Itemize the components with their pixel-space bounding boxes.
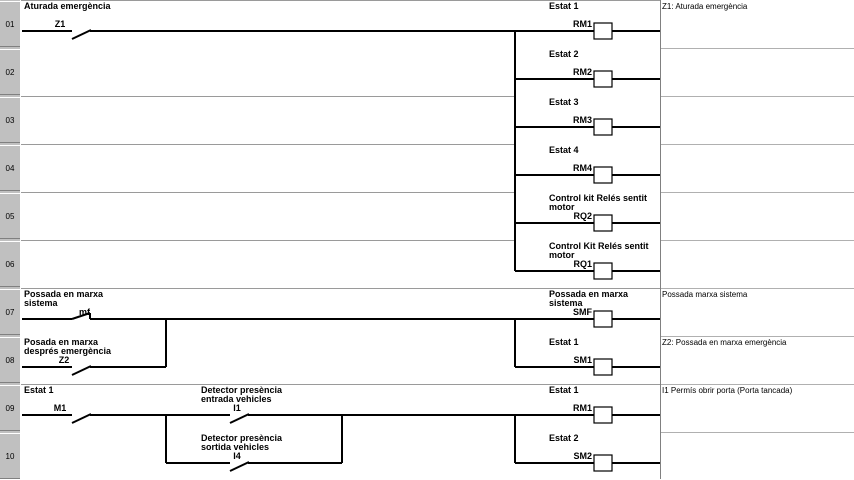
coil-smf-name[interactable]: SMF (573, 307, 592, 317)
coil-rm2-label: Estat 2 (549, 49, 579, 59)
row-separator (21, 288, 660, 289)
contact-i1-name[interactable]: I1 (233, 403, 241, 413)
coil-sm1-name[interactable]: SM1 (573, 355, 592, 365)
comment-separator (661, 48, 854, 49)
row-number-05[interactable]: 05 (0, 193, 20, 239)
comment-separator (661, 384, 854, 385)
comment-separator (661, 336, 854, 337)
coil-rq2-symbol (593, 214, 613, 232)
coil-rm3-name[interactable]: RM3 (572, 115, 592, 125)
coil-rm4-name[interactable]: RM4 (572, 163, 592, 173)
row-separator (21, 0, 660, 1)
contact-m1-label: Estat 1 (24, 385, 54, 395)
contact-z2-name[interactable]: Z2 (58, 355, 70, 365)
contact-mf-symbol (71, 312, 91, 320)
row-number-06[interactable]: 06 (0, 241, 20, 287)
row-separator (21, 240, 515, 241)
contact-m1-name[interactable]: M1 (53, 403, 67, 413)
row-separator (21, 144, 515, 145)
contact-i4-name[interactable]: I4 (233, 451, 241, 461)
coil-rm1b-label: Estat 1 (549, 385, 579, 395)
contact-i1-label: Detector presència entrada vehicles (201, 386, 283, 404)
row-number-07[interactable]: 07 (0, 289, 20, 335)
coil-rm1-label: Estat 1 (549, 1, 579, 11)
row-separator (21, 96, 515, 97)
row-number-09[interactable]: 09 (0, 385, 20, 431)
coil-sm2-name[interactable]: SM2 (573, 451, 592, 461)
coil-rq1-label: Control Kit Relés sentit motor (549, 242, 649, 260)
contact-z2-label: Posada en marxa després emergència (24, 338, 112, 356)
coil-sm1-symbol (593, 358, 613, 376)
coil-sm2-symbol (593, 454, 613, 472)
contact-mf-label: Possada en marxa sistema (24, 290, 104, 308)
coil-smf-symbol (593, 310, 613, 328)
coil-rq1-symbol (593, 262, 613, 280)
coil-rq1-name[interactable]: RQ1 (573, 259, 592, 269)
row-number-08[interactable]: 08 (0, 337, 20, 383)
contact-z1-name[interactable]: Z1 (54, 19, 66, 29)
coil-rq2-name[interactable]: RQ2 (573, 211, 592, 221)
comment-row-02[interactable] (662, 48, 852, 96)
ladder-diagram (22, 22, 660, 472)
comment-row-09[interactable]: I1 Permís obrir porta (Porta tancada) (662, 386, 793, 395)
comment-column (660, 0, 854, 479)
comment-separator (661, 288, 854, 289)
comment-row-08[interactable]: Z2: Possada en marxa emergència (662, 338, 787, 347)
contact-i4-symbol (229, 461, 250, 472)
coil-rm2-name[interactable]: RM2 (572, 67, 592, 77)
row-separator (21, 384, 660, 385)
contact-mf-name[interactable]: mf (79, 307, 90, 317)
comment-separator (661, 432, 854, 433)
coil-rm2-symbol (593, 70, 613, 88)
coil-rm3-symbol (593, 118, 613, 136)
row-number-01[interactable]: 01 (0, 1, 20, 47)
row-number-03[interactable]: 03 (0, 97, 20, 143)
comment-row-01[interactable]: Z1: Aturada emergència (662, 2, 748, 11)
comment-separator (661, 240, 854, 241)
contact-z1-symbol (71, 29, 92, 40)
coil-rm1b-name[interactable]: RM1 (572, 403, 592, 413)
coil-rm1b-symbol (593, 406, 613, 424)
comment-separator (661, 96, 854, 97)
contact-z1-label: Aturada emergència (24, 1, 111, 11)
coil-sm1-label: Estat 1 (549, 337, 579, 347)
row-separator (21, 192, 515, 193)
contact-i1-symbol (229, 413, 250, 424)
comment-row-10[interactable] (662, 432, 852, 480)
comment-row-03[interactable] (662, 96, 852, 144)
contact-i4-label: Detector presència sortida vehicles (201, 434, 283, 452)
coil-rm1-symbol (593, 22, 613, 40)
comment-row-07[interactable]: Possada marxa sistema (662, 290, 748, 299)
contact-z2-symbol (71, 365, 92, 376)
coil-rm4-label: Estat 4 (549, 145, 579, 155)
comment-row-05[interactable] (662, 192, 852, 240)
coil-rm4-symbol (593, 166, 613, 184)
comment-row-06[interactable] (662, 240, 852, 288)
coil-rq2-label: Control kit Relés sentit motor (549, 194, 648, 212)
comment-separator (661, 144, 854, 145)
coil-sm2-label: Estat 2 (549, 433, 579, 443)
comment-row-04[interactable] (662, 144, 852, 192)
comment-separator (661, 192, 854, 193)
coil-smf-label: Possada en marxa sistema (549, 290, 629, 308)
row-number-04[interactable]: 04 (0, 145, 20, 191)
coil-rm3-label: Estat 3 (549, 97, 579, 107)
contact-m1-symbol (71, 413, 92, 424)
coil-rm1-name[interactable]: RM1 (572, 19, 592, 29)
row-number-02[interactable]: 02 (0, 49, 20, 95)
